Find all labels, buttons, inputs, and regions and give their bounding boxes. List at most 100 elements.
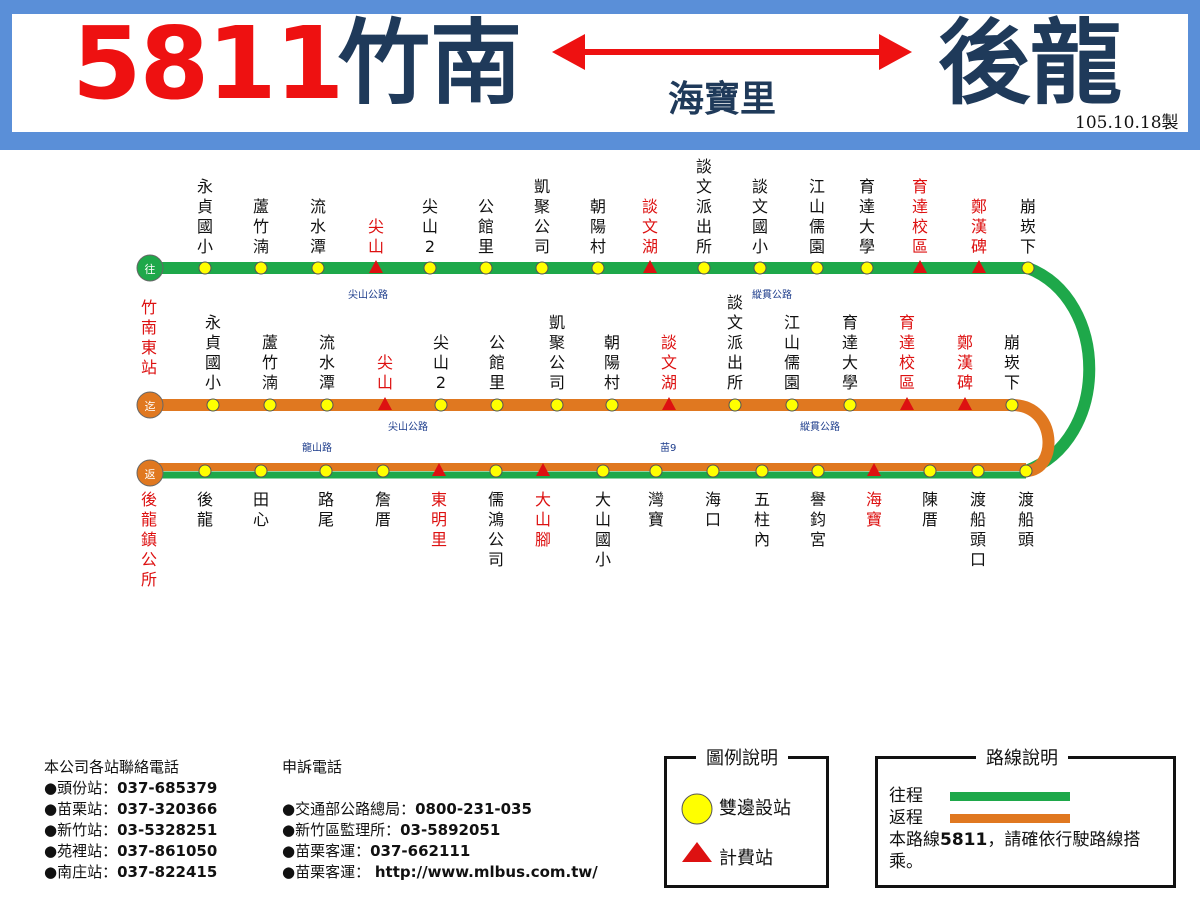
station-label: 尖山: [368, 217, 384, 256]
contacts-title: 本公司各站聯絡電話: [44, 758, 180, 776]
stop-circle-icon: [681, 793, 713, 825]
station-label: 儒鴻公司: [488, 490, 504, 569]
stop-marker: [843, 398, 857, 412]
road-label: 龍山路: [302, 441, 332, 454]
stop-marker: [860, 261, 874, 275]
station-label: 大山國小: [595, 490, 611, 569]
note-suffix: ，請確依行駛路線搭乘。: [889, 830, 1141, 872]
stop-marker: [198, 261, 212, 275]
road-label: 縱貫公路: [800, 420, 840, 433]
station-label: 永貞國小: [205, 313, 221, 392]
station-label: 渡船頭: [1018, 490, 1034, 549]
complaints-block: 申訴電話 ●交通部公路總局：0800-231-035●新竹區監理所：03-589…: [282, 757, 598, 883]
stop-marker: [423, 261, 437, 275]
stop-marker: [811, 464, 825, 478]
station-label: 海口: [705, 490, 721, 529]
station-label: 灣寶: [648, 490, 664, 529]
stop-marker: [206, 398, 220, 412]
contacts-block: 本公司各站聯絡電話 ●頭份站：037-685379 ●苗栗站：037-320366…: [44, 757, 217, 883]
badge-branch: 迄: [136, 391, 164, 419]
legend-icons: [681, 793, 713, 862]
end-terminal-name: 後龍鎮公所: [140, 490, 157, 589]
station-label: 談文國小: [752, 177, 768, 256]
stop-marker: [1021, 261, 1035, 275]
station-label: 江山儒園: [784, 313, 800, 392]
phone-row: ●苗栗客運：037-662111: [282, 842, 471, 860]
outbound-swatch: [950, 791, 1071, 801]
stop-marker: [311, 261, 325, 275]
station-label: 朝陽村: [604, 333, 620, 392]
stop-marker: [728, 398, 742, 412]
stop-marker: [376, 464, 390, 478]
station-label: 路尾: [318, 490, 334, 529]
fare-station-marker: [536, 463, 550, 476]
stop-marker: [923, 464, 937, 478]
station-label: 公館里: [489, 333, 505, 392]
date-label: 105.10.18製: [1075, 113, 1179, 133]
stop-marker: [755, 464, 769, 478]
via-label: 海寶里: [668, 79, 777, 120]
fare-triangle-icon: [682, 842, 712, 862]
station-label: 談文派出所: [727, 293, 743, 392]
svg-text:迄: 迄: [145, 399, 156, 413]
station-label: 公館里: [478, 197, 494, 256]
station-label: 流水潭: [319, 333, 335, 392]
station-label: 育達校區: [912, 177, 928, 256]
station-label: 談文派出所: [696, 157, 712, 256]
stop-marker: [591, 261, 605, 275]
svg-text:往: 往: [145, 262, 156, 276]
phone-row: ●苗栗客運： http://www.mlbus.com.tw/: [282, 863, 598, 881]
return-line-middle: [150, 399, 1055, 477]
stop-marker: [753, 261, 767, 275]
station-label: 談文湖: [661, 333, 677, 392]
station-label: 渡船頭口: [970, 490, 986, 569]
stop-marker: [649, 464, 663, 478]
fare-station-marker: [378, 397, 392, 410]
phone-row: ●南庄站：037-822415: [44, 863, 218, 881]
station-label: 鄭漢碑: [957, 333, 973, 392]
stop-marker: [971, 464, 985, 478]
station-label: 育達校區: [899, 313, 915, 392]
stop-marker: [198, 464, 212, 478]
fare-station-marker: [662, 397, 676, 410]
stop-marker: [785, 398, 799, 412]
fare-station-marker: [369, 260, 383, 273]
phone-row: ●苗栗站：037-320366: [44, 800, 218, 818]
station-label: 談文湖: [642, 197, 658, 256]
station-label: 鄭漢碑: [971, 197, 987, 256]
origin-title: 竹南: [338, 10, 523, 117]
station-label: 流水潭: [310, 197, 326, 256]
stop-marker: [254, 464, 268, 478]
fare-station-marker: [958, 397, 972, 410]
phone-row: ●交通部公路總局：0800-231-035: [282, 800, 532, 818]
badge-outbound: 往: [136, 254, 164, 282]
header-panel: [12, 14, 1188, 132]
station-label: 後龍: [197, 490, 213, 529]
station-label: 東明里: [431, 490, 447, 549]
stop-marker: [319, 464, 333, 478]
stop-marker: [263, 398, 277, 412]
phone-row: ●頭份站：037-685379: [44, 779, 218, 797]
route-note-body: 往程 返程 本路線5811，請確依行駛路線搭乘。: [889, 785, 1164, 873]
stop-marker: [706, 464, 720, 478]
stop-marker: [605, 398, 619, 412]
road-label: 尖山公路: [348, 288, 388, 301]
station-label: 育達大學: [842, 313, 858, 392]
station-label: 田心: [253, 490, 269, 529]
fare-station-marker: [867, 463, 881, 476]
stop-marker: [1019, 464, 1033, 478]
phone-row: ●苑裡站：037-861050: [44, 842, 218, 860]
header-banner: [0, 0, 1200, 150]
station-label: 凱聚公司: [534, 177, 550, 256]
fare-station-marker: [643, 260, 657, 273]
stop-marker: [550, 398, 564, 412]
destination-title: 後龍: [938, 10, 1123, 117]
station-label: 譽鈞宮: [810, 490, 826, 549]
note-route: 5811: [940, 830, 988, 850]
station-label: 朝陽村: [590, 197, 606, 256]
station-label: 五柱內: [754, 490, 770, 549]
stop-marker: [490, 398, 504, 412]
station-label: 崩崁下: [1004, 333, 1020, 392]
